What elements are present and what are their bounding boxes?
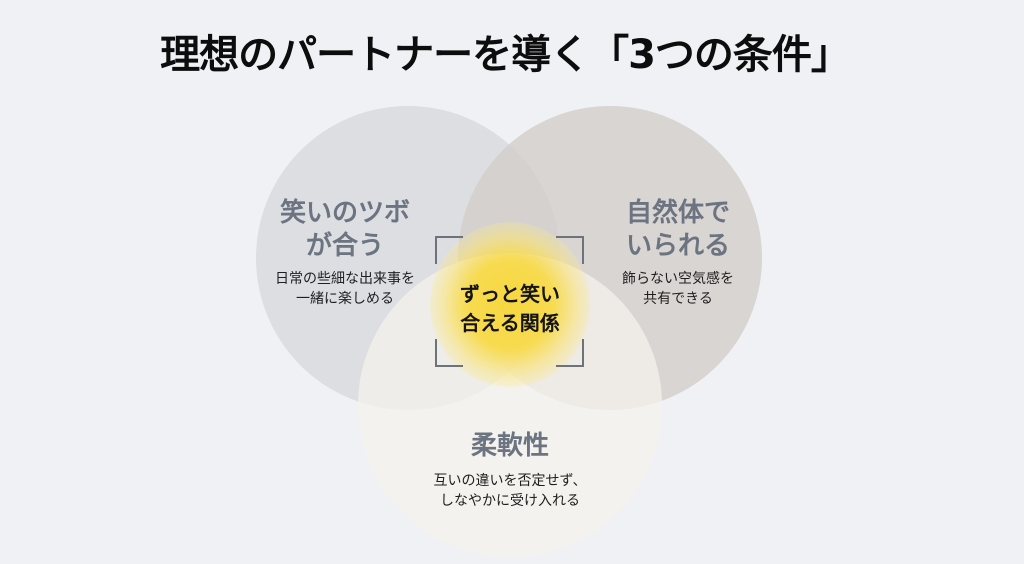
label-flexibility-desc-line2: しなやかに受け入れる	[440, 493, 580, 509]
label-natural-title-line2: いられる	[625, 231, 730, 261]
label-natural: 自然体で いられる 飾らない空気感を 共有できる	[583, 197, 773, 309]
corner-bracket-top-right	[556, 236, 584, 264]
center-label-line1: ずっと笑い	[460, 282, 560, 306]
label-flexibility-title-line1: 柔軟性	[470, 431, 549, 461]
label-natural-desc-line2: 共有できる	[643, 291, 713, 307]
label-flexibility: 柔軟性 互いの違いを否定せず、 しなやかに受け入れる	[400, 430, 620, 511]
label-humor-title-line2: が合う	[305, 231, 384, 261]
label-natural-title: 自然体で いられる	[583, 197, 773, 263]
label-natural-title-line1: 自然体で	[625, 198, 730, 228]
center-label-line2: 合える関係	[460, 311, 560, 335]
label-humor-description: 日常の些細な出来事を 一緒に楽しめる	[250, 269, 440, 309]
label-flexibility-desc-line1: 互いの違いを否定せず、	[433, 473, 587, 489]
label-natural-description: 飾らない空気感を 共有できる	[583, 269, 773, 309]
label-flexibility-title: 柔軟性	[400, 430, 620, 463]
corner-bracket-bottom-left	[435, 339, 463, 367]
label-humor-title-line1: 笑いのツボ	[279, 198, 410, 228]
center-highlight-glow	[430, 222, 590, 387]
label-humor-desc-line2: 一緒に楽しめる	[296, 291, 394, 307]
label-humor-title: 笑いのツボ が合う	[250, 197, 440, 263]
corner-bracket-bottom-right	[556, 339, 584, 367]
corner-bracket-top-left	[435, 236, 463, 264]
label-flexibility-description: 互いの違いを否定せず、 しなやかに受け入れる	[400, 471, 620, 511]
label-natural-desc-line1: 飾らない空気感を	[622, 271, 734, 287]
label-humor-desc-line1: 日常の些細な出来事を	[275, 271, 415, 287]
center-intersection-label: ずっと笑い 合える関係	[440, 280, 580, 338]
page-title: 理想のパートナーを導く「3つの条件」	[160, 32, 851, 78]
label-humor: 笑いのツボ が合う 日常の些細な出来事を 一緒に楽しめる	[250, 197, 440, 309]
